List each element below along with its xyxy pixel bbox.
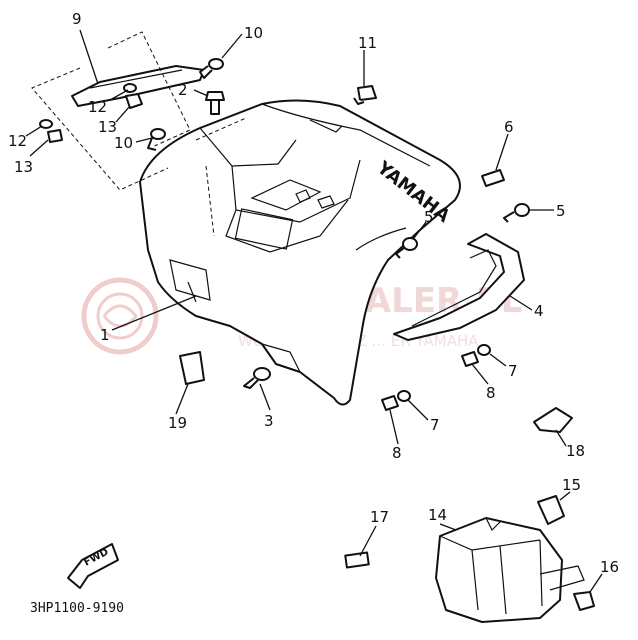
callout-12-lower: 12 [8, 132, 27, 150]
callout-11: 11 [358, 34, 377, 52]
plate-19 [179, 351, 205, 385]
callout-5-center: 5 [424, 208, 434, 226]
nut-8a [461, 351, 479, 367]
clip-12b [39, 119, 53, 129]
nut-16 [573, 591, 595, 611]
callout-16: 16 [600, 558, 619, 576]
callouts: 9 10 2 11 12 13 10 12 13 6 5 5 4 1 7 8 3… [8, 10, 619, 576]
callout-10-top: 10 [244, 24, 263, 42]
rear-fender: YAMAHA [139, 99, 461, 406]
clip-18 [533, 407, 573, 433]
callout-6: 6 [504, 118, 514, 136]
washer-7a [477, 344, 491, 356]
fwd-arrow: FWD [67, 543, 119, 589]
callout-7-left: 7 [430, 416, 440, 434]
bolt-5a [503, 203, 530, 223]
bolt-11 [353, 85, 377, 105]
callout-12-upper: 12 [88, 98, 107, 116]
doc-number: 3HP1100-9190 [30, 601, 124, 616]
washer-7b [397, 390, 411, 402]
callout-9: 9 [72, 10, 82, 28]
callout-4: 4 [534, 302, 544, 320]
callout-1: 1 [100, 326, 110, 344]
bolt-15 [537, 495, 565, 525]
callout-10-left: 10 [114, 134, 133, 152]
bolt-3 [243, 367, 271, 389]
nut-13a [125, 93, 143, 109]
callout-3: 3 [264, 412, 274, 430]
callout-13-lower: 13 [14, 158, 33, 176]
callout-8-right: 8 [486, 384, 496, 402]
bolt-10b [147, 128, 166, 151]
callout-2: 2 [178, 81, 188, 99]
nut-8b [381, 395, 399, 411]
pad-17 [344, 551, 370, 569]
bolt-6 [481, 169, 505, 187]
leader-lines [25, 29, 603, 593]
bolt-2 [205, 91, 225, 115]
callout-19: 19 [168, 414, 187, 432]
callout-7-right: 7 [508, 362, 518, 380]
bolt-5b [395, 237, 418, 259]
toolbox [435, 517, 585, 623]
callout-8-left: 8 [392, 444, 402, 462]
callout-14: 14 [428, 506, 447, 524]
callout-17: 17 [370, 508, 389, 526]
callout-15: 15 [562, 476, 581, 494]
side-rail [393, 233, 525, 341]
nut-13b [47, 129, 63, 143]
bolt-10a [199, 58, 224, 79]
callout-5-right: 5 [556, 202, 566, 220]
callout-18: 18 [566, 442, 585, 460]
callout-13-upper: 13 [98, 118, 117, 136]
